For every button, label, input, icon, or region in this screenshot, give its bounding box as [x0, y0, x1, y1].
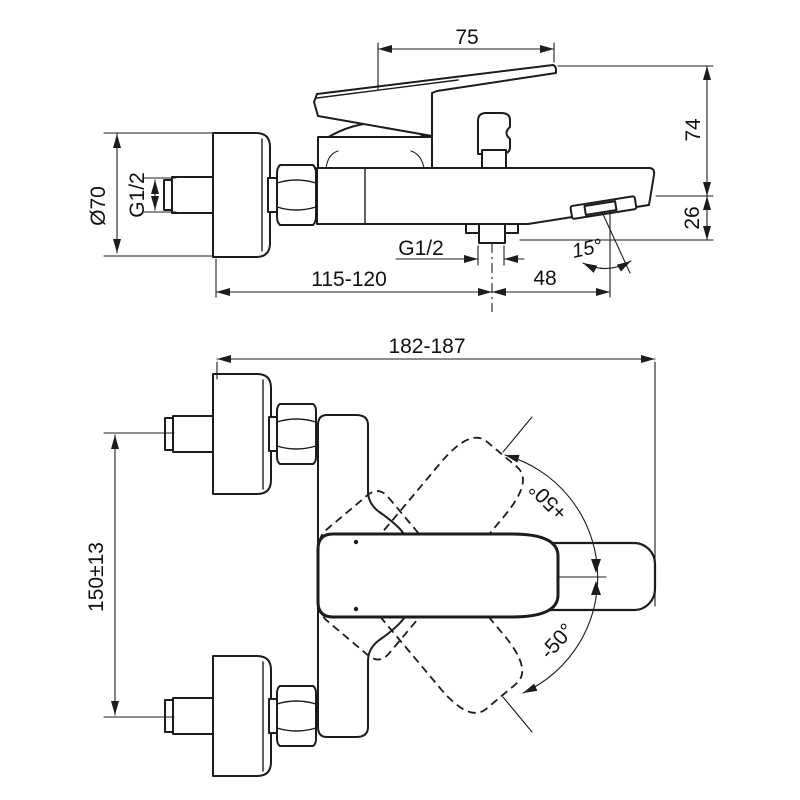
wall-connection-side: [163, 132, 317, 258]
faucet-body-side: [313, 64, 656, 244]
diverter-neck: [481, 149, 507, 169]
dim-wall-to-outlet: 115-120: [311, 268, 387, 291]
dim-outlet-to-tip: 48: [533, 267, 556, 290]
dim-flange-diameter: Ø70: [87, 186, 110, 226]
dim-handle-swing-left: +50°: [525, 477, 572, 524]
wall-flange: [212, 132, 271, 258]
hex-nut: [276, 164, 317, 226]
inlet-stub: [171, 176, 214, 214]
wall-connection-bottom: [164, 655, 317, 777]
side-view: 75 74 26 Ø70 G1/2 115-120: [87, 26, 714, 312]
lever-top-edge-line: [316, 79, 459, 99]
dim-handle-length: 75: [455, 26, 478, 49]
dim-outlet-thread: G1/2: [398, 237, 444, 260]
dim-spout-drop: 26: [681, 206, 704, 229]
handle-swing-outline-up: [320, 436, 524, 661]
handle-pin-top: [353, 539, 359, 545]
plan-view: 182-187 150±13 +50° -50°: [85, 335, 657, 777]
dim-handle-swing-right: -50°: [536, 619, 579, 663]
aerator: [569, 195, 638, 220]
lever-handle-top-view: [316, 532, 560, 619]
dimensions-side: 75 74 26 Ø70 G1/2 115-120: [87, 26, 714, 312]
body-fillets: [325, 150, 425, 169]
hex-nut-facets: [276, 179, 317, 211]
handle-pin-bottom: [353, 606, 359, 612]
dim-aerator-angle: 15°: [570, 235, 604, 263]
diverter-knob: [477, 112, 511, 155]
wall-connection-top: [164, 373, 317, 495]
aerator-angle-arc: [582, 260, 632, 273]
dim-inlet-thread: G1/2: [126, 172, 149, 218]
lever-handle-side: [313, 64, 557, 137]
outlet-port-inner: [478, 223, 506, 244]
dim-inlet-spacing: 150±13: [85, 542, 108, 612]
dim-overall-height: 74: [682, 118, 705, 142]
swing-zero-marker-top: [591, 559, 601, 573]
swing-zero-marker-bottom: [591, 581, 601, 595]
dim-overall-depth: 182-187: [388, 335, 465, 358]
